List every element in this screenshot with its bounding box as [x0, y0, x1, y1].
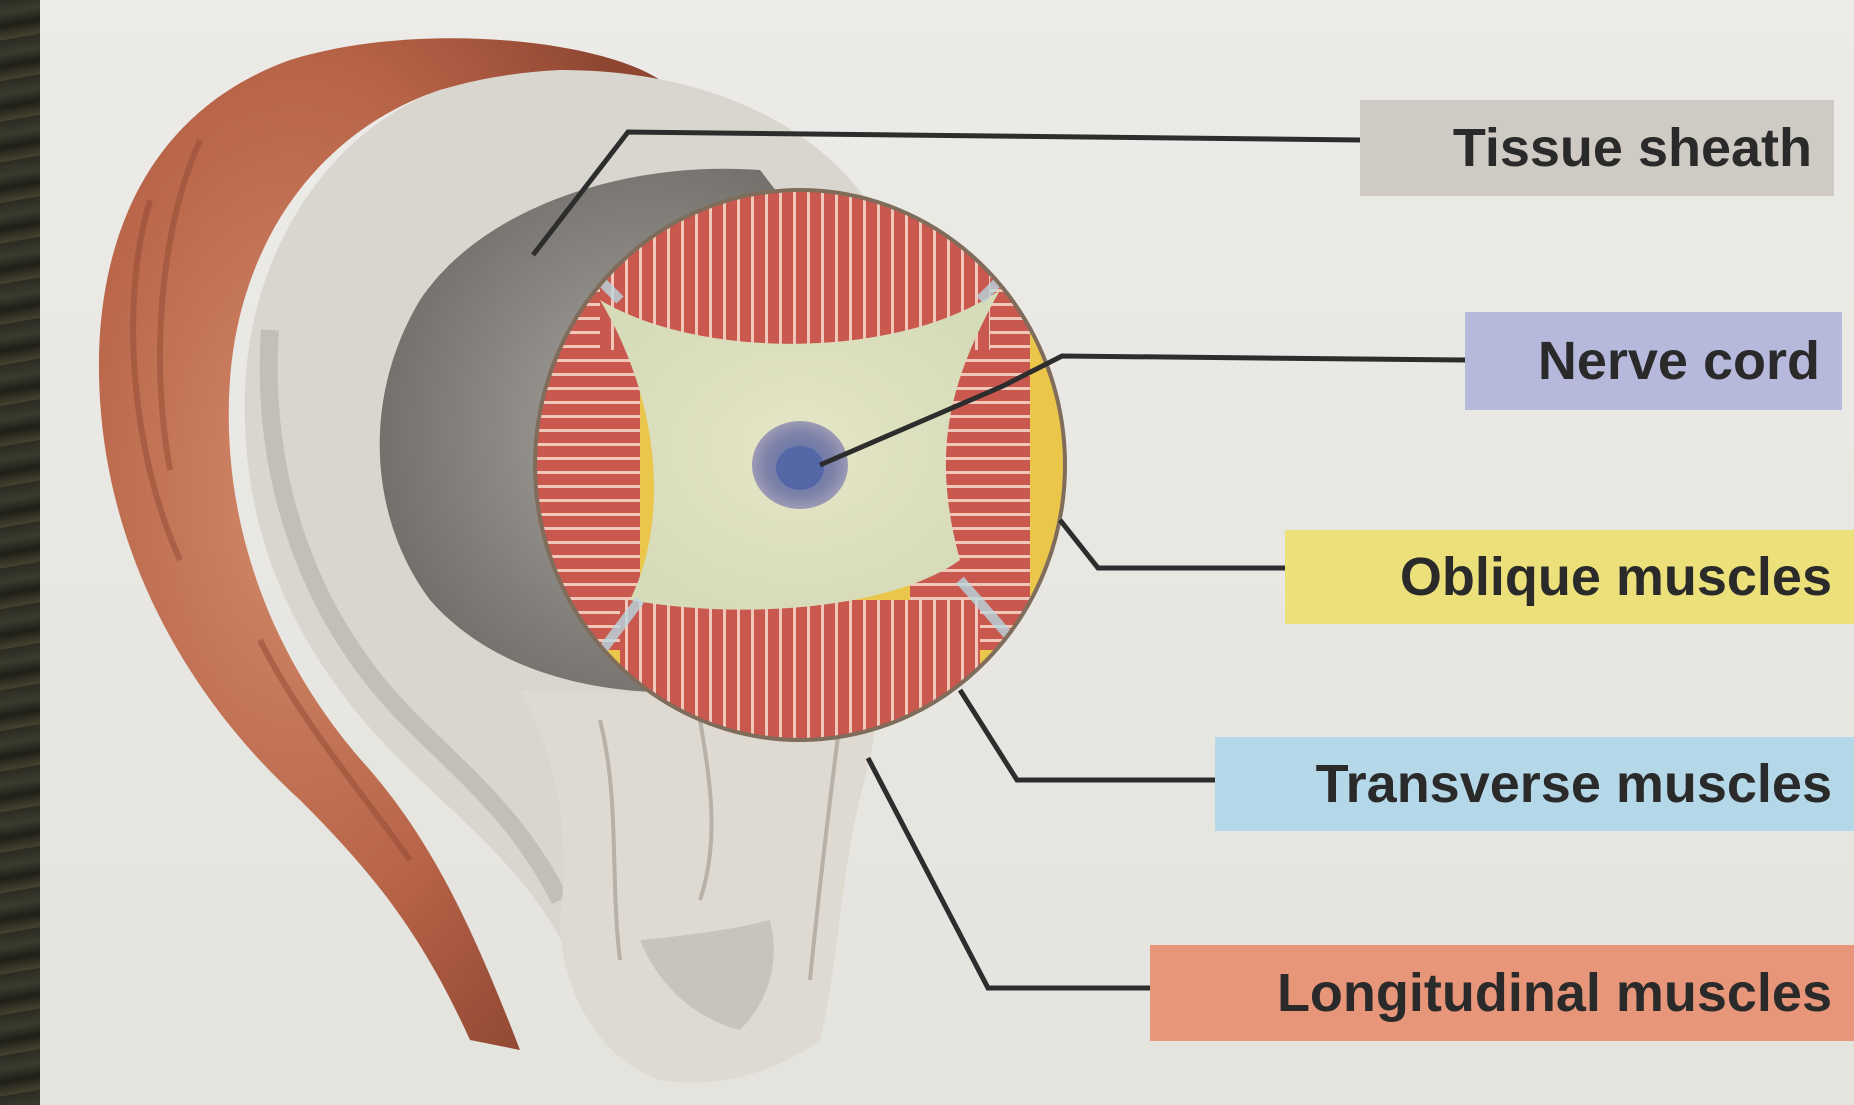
lower-tissue	[520, 690, 880, 1083]
nerve-cord-core	[776, 446, 824, 490]
label-tissue-sheath-text: Tissue sheath	[1453, 121, 1812, 175]
leader-line-longitudinal-muscles	[868, 758, 1150, 988]
leader-line-transverse-muscles	[960, 690, 1215, 780]
label-longitudinal-muscles: Longitudinal muscles	[1150, 945, 1854, 1041]
label-transverse-muscles-text: Transverse muscles	[1316, 757, 1832, 811]
label-oblique-muscles-text: Oblique muscles	[1400, 550, 1832, 604]
label-longitudinal-muscles-text: Longitudinal muscles	[1277, 966, 1832, 1020]
label-tissue-sheath: Tissue sheath	[1360, 100, 1834, 196]
label-transverse-muscles: Transverse muscles	[1215, 737, 1854, 831]
label-nerve-cord: Nerve cord	[1465, 312, 1842, 410]
leader-line-oblique-muscles	[1060, 520, 1285, 568]
label-oblique-muscles: Oblique muscles	[1285, 530, 1854, 624]
label-nerve-cord-text: Nerve cord	[1538, 334, 1820, 388]
